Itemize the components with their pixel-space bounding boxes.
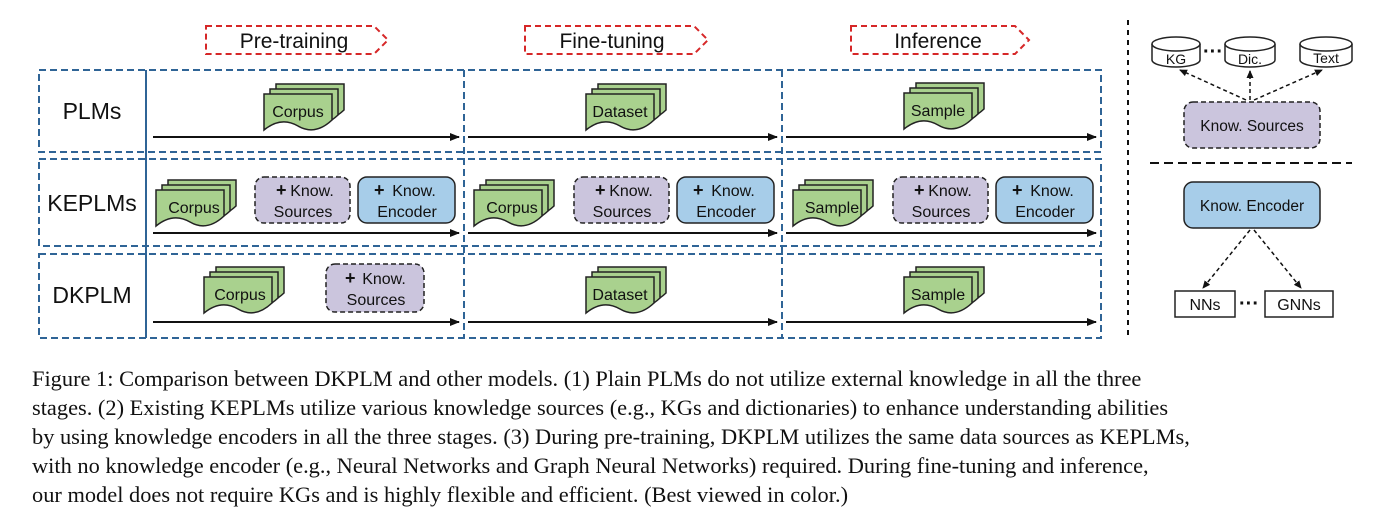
encoder-arrows [1202, 229, 1302, 289]
svg-text:+: + [693, 180, 704, 200]
svg-text:+: + [276, 180, 287, 200]
svg-text:Sources: Sources [593, 204, 652, 221]
svg-text:NNs: NNs [1189, 297, 1220, 314]
ellipsis: ··· [1239, 293, 1259, 315]
svg-text:+: + [595, 180, 606, 200]
caption-line: by using knowledge encoders in all the t… [32, 424, 1190, 449]
svg-text:Know.: Know. [392, 183, 436, 200]
svg-text:Corpus: Corpus [168, 200, 220, 217]
stage-label: Fine-tuning [559, 30, 664, 53]
svg-text:+: + [1012, 180, 1023, 200]
doc-stack-corpus: Corpus [473, 179, 555, 227]
know-encoder-box: + Know. Encoder [676, 176, 775, 224]
know-encoder-box: + Know. Encoder [995, 176, 1094, 224]
know-sources-box: + Know. Sources [325, 263, 425, 313]
source-arrows [1179, 69, 1323, 101]
svg-text:Know. Sources: Know. Sources [1200, 118, 1304, 135]
nns-node: NNs [1174, 290, 1236, 318]
ellipsis: ··· [1203, 41, 1223, 63]
svg-text:Know. Encoder: Know. Encoder [1200, 198, 1304, 215]
know-encoder-node: Know. Encoder [1183, 181, 1321, 229]
text-database-icon: Text [1299, 36, 1353, 68]
svg-text:Know.: Know. [290, 183, 334, 200]
svg-text:Know.: Know. [711, 183, 755, 200]
svg-text:Corpus: Corpus [272, 104, 324, 121]
svg-text:Sources: Sources [274, 204, 333, 221]
svg-text:Know.: Know. [1030, 183, 1074, 200]
doc-stack-corpus: Corpus [263, 83, 345, 131]
know-encoder-box: + Know. Encoder [357, 176, 456, 224]
comparison-figure: Pre-training Fine-tuning Inference PLMs … [38, 20, 1353, 339]
svg-text:Sources: Sources [347, 292, 406, 309]
svg-text:Encoder: Encoder [1015, 204, 1075, 221]
svg-text:Dic.: Dic. [1238, 51, 1262, 67]
main-frame [38, 69, 1102, 339]
svg-text:+: + [345, 268, 356, 288]
gnns-node: GNNs [1264, 290, 1334, 318]
caption-line: stages. (2) Existing KEPLMs utilize vari… [32, 395, 1169, 420]
caption-line: Figure 1: Comparison between DKPLM and o… [32, 366, 1142, 391]
svg-text:Sample: Sample [911, 103, 965, 120]
svg-text:Corpus: Corpus [486, 200, 538, 217]
svg-text:Sources: Sources [912, 204, 971, 221]
svg-text:Encoder: Encoder [377, 204, 437, 221]
svg-text:Know.: Know. [609, 183, 653, 200]
stage-label: Inference [894, 30, 982, 53]
svg-text:Dataset: Dataset [592, 104, 648, 121]
caption-line: with no knowledge encoder (e.g., Neural … [32, 453, 1149, 478]
svg-text:+: + [914, 180, 925, 200]
stage-header-inference: Inference [850, 25, 1031, 55]
know-sources-node: Know. Sources [1183, 101, 1321, 149]
svg-text:Text: Text [1313, 50, 1339, 66]
svg-text:Sample: Sample [805, 200, 859, 217]
svg-text:Corpus: Corpus [214, 287, 266, 304]
timeline-arrows [153, 133, 1097, 326]
stage-label: Pre-training [240, 30, 349, 53]
svg-text:KG: KG [1166, 51, 1186, 67]
know-sources-box: + Know. Sources [892, 176, 989, 224]
doc-stack-sample: Sample [903, 266, 985, 314]
doc-stack-sample: Sample [903, 82, 985, 130]
stage-header-finetuning: Fine-tuning [524, 25, 710, 55]
svg-text:Know.: Know. [362, 271, 406, 288]
doc-stack-corpus: Corpus [155, 179, 237, 227]
row-label-keplms: KEPLMs [47, 190, 136, 216]
doc-stack-dataset: Dataset [585, 266, 667, 314]
svg-text:Dataset: Dataset [592, 287, 648, 304]
kg-database-icon: KG [1151, 36, 1201, 68]
doc-stack-dataset: Dataset [585, 83, 667, 131]
row-label-plms: PLMs [63, 98, 122, 124]
svg-text:Know.: Know. [928, 183, 972, 200]
dictionary-database-icon: Dic. [1224, 36, 1276, 68]
stage-header-pretraining: Pre-training [205, 25, 390, 55]
svg-text:+: + [374, 180, 385, 200]
caption-line: our model does not require KGs and is hi… [32, 482, 849, 507]
row-label-dkplm: DKPLM [52, 282, 131, 308]
doc-stack-sample: Sample [792, 179, 874, 227]
svg-text:GNNs: GNNs [1277, 297, 1321, 314]
svg-text:Encoder: Encoder [696, 204, 756, 221]
know-sources-box: + Know. Sources [254, 176, 351, 224]
svg-text:Sample: Sample [911, 287, 965, 304]
doc-stack-corpus: Corpus [203, 266, 285, 314]
know-sources-box: + Know. Sources [573, 176, 670, 224]
figure-caption: Figure 1: Comparison between DKPLM and o… [32, 364, 1352, 509]
